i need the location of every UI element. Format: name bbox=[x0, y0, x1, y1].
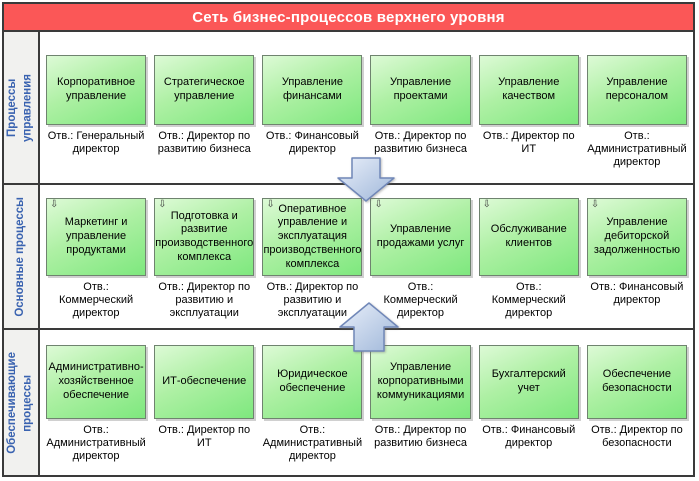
process-cell: Управление проектами Отв.: Директор по р… bbox=[370, 55, 471, 170]
process-name: Стратегическое управление bbox=[163, 76, 245, 102]
process-owner-label: Отв.: Финансовый директор bbox=[590, 281, 684, 307]
lane-supporting-label: Обеспечивающие процессы bbox=[4, 330, 40, 475]
lane-management-processes: Процессы управления Корпоративное управл… bbox=[4, 32, 693, 183]
decomposition-arrow-icon[interactable]: ⇩ bbox=[158, 199, 167, 210]
process-box[interactable]: Корпоративное управление bbox=[46, 55, 147, 125]
process-box[interactable]: Административно-хозяйственное обеспечени… bbox=[46, 345, 147, 419]
process-cell: Корпоративное управление Отв.: Генеральн… bbox=[46, 55, 147, 170]
process-box[interactable]: Обеспечение безопасности bbox=[586, 345, 687, 419]
process-box[interactable]: Управление качеством bbox=[478, 55, 579, 125]
lane-supporting-processes: Обеспечивающие процессы Административно-… bbox=[4, 328, 693, 475]
decomposition-arrow-icon[interactable]: ⇩ bbox=[50, 199, 59, 210]
decomposition-arrow-icon[interactable]: ⇩ bbox=[374, 199, 383, 210]
process-name: Управление персоналом bbox=[605, 76, 669, 102]
process-network-diagram: Сеть бизнес-процессов верхнего уровня Пр… bbox=[2, 2, 695, 477]
process-cell: Бухгалтерский учет Отв.: Финансовый дире… bbox=[478, 345, 579, 464]
decomposition-arrow-icon[interactable]: ⇩ bbox=[482, 199, 492, 210]
process-owner-label: Отв.: Коммерческий директор bbox=[491, 281, 566, 320]
process-cell: ⇩ Маркетинг и управление продуктами Отв.… bbox=[46, 198, 147, 321]
process-name: Юридическое обеспечение bbox=[277, 368, 348, 394]
process-box[interactable]: Управление проектами bbox=[370, 55, 471, 125]
process-cell: ⇩ Подготовка и развитие производственног… bbox=[154, 198, 255, 321]
process-box[interactable]: Управление корпоративными коммуникациями bbox=[370, 345, 471, 419]
process-cell: ⇩ Обслуживание клиентов Отв.: Коммерческ… bbox=[478, 198, 579, 321]
process-owner-label: Отв.: Административный директор bbox=[587, 130, 687, 169]
process-cell: Стратегическое управление Отв.: Директор… bbox=[154, 55, 255, 170]
process-owner-label: Отв.: Финансовый директор bbox=[265, 130, 359, 156]
process-cell: Обеспечение безопасности Отв.: Директор … bbox=[586, 345, 687, 464]
process-box[interactable]: Юридическое обеспечение bbox=[262, 345, 363, 419]
process-name: Управление дебиторской задолженностью bbox=[593, 216, 680, 256]
process-box[interactable]: Управление персоналом bbox=[586, 55, 687, 125]
process-cell: ИТ-обеспечение Отв.: Директор по ИТ bbox=[154, 345, 255, 464]
process-cell: ⇩ Управление продажами услуг Отв.: Комме… bbox=[370, 198, 471, 321]
diagram-title: Сеть бизнес-процессов верхнего уровня bbox=[4, 4, 693, 32]
process-owner-label: Отв.: Коммерческий директор bbox=[59, 281, 134, 320]
process-owner-label: Отв.: Коммерческий директор bbox=[383, 281, 458, 320]
lane-label-text: Основные процессы bbox=[14, 196, 27, 317]
process-owner-label: Отв.: Административный директор bbox=[262, 424, 363, 463]
process-owner-label: Отв.: Финансовый директор bbox=[482, 424, 576, 450]
decomposition-arrow-icon[interactable]: ⇩ bbox=[266, 199, 275, 210]
lane-core-content: ⇩ Маркетинг и управление продуктами Отв.… bbox=[40, 185, 693, 328]
process-name: Корпоративное управление bbox=[57, 76, 136, 102]
process-cell: Управление качеством Отв.: Директор по И… bbox=[478, 55, 579, 170]
process-name: Бухгалтерский учет bbox=[491, 368, 566, 394]
process-name: Управление корпоративными коммуникациями bbox=[376, 361, 465, 401]
process-owner-label: Отв.: Генеральный директор bbox=[47, 130, 145, 156]
process-name: Административно-хозяйственное обеспечени… bbox=[48, 361, 144, 401]
process-cell: ⇩ Управление дебиторской задолженностью … bbox=[586, 198, 687, 321]
flow-arrow-up-icon bbox=[339, 302, 399, 352]
process-box[interactable]: ⇩ Маркетинг и управление продуктами bbox=[46, 198, 147, 276]
process-cell: ⇩ Оперативное управление и эксплуатация … bbox=[262, 198, 363, 321]
process-name: Подготовка и развитие производственного … bbox=[155, 209, 254, 263]
lane-label-text: Процессы управления bbox=[6, 73, 34, 142]
process-cell: Юридическое обеспечение Отв.: Администра… bbox=[262, 345, 363, 464]
process-owner-label: Отв.: Директор по развитию бизнеса bbox=[374, 130, 468, 156]
lane-label-text: Обеспечивающие процессы bbox=[6, 351, 34, 454]
process-cell: Управление корпоративными коммуникациями… bbox=[370, 345, 471, 464]
process-box[interactable]: ИТ-обеспечение bbox=[154, 345, 255, 419]
process-name: Оперативное управление и эксплуатация пр… bbox=[263, 202, 362, 270]
process-cell: Управление финансами Отв.: Финансовый ди… bbox=[262, 55, 363, 170]
flow-arrow-down-icon bbox=[337, 157, 395, 202]
process-name: ИТ-обеспечение bbox=[162, 375, 247, 388]
process-name: Обслуживание клиентов bbox=[490, 223, 567, 249]
process-box[interactable]: Управление финансами bbox=[262, 55, 363, 125]
process-owner-label: Отв.: Административный директор bbox=[46, 424, 146, 463]
process-name: Управление проектами bbox=[389, 76, 452, 102]
process-name: Управление качеством bbox=[498, 76, 560, 102]
process-box[interactable]: ⇩ Управление продажами услуг bbox=[370, 198, 471, 276]
process-name: Маркетинг и управление продуктами bbox=[64, 216, 128, 256]
process-owner-label: Отв.: Директор по ИТ bbox=[482, 130, 575, 156]
process-owner-label: Отв.: Директор по развитию и эксплуатаци… bbox=[158, 281, 251, 320]
process-box[interactable]: ⇩ Управление дебиторской задолженностью bbox=[586, 198, 687, 276]
lane-core-processes: Основные процессы ⇩ Маркетинг и управлен… bbox=[4, 183, 693, 328]
process-name: Управление финансами bbox=[281, 76, 343, 102]
process-owner-label: Отв.: Директор по развитию бизнеса bbox=[157, 130, 251, 156]
process-owner-label: Отв.: Директор по развитию и эксплуатаци… bbox=[266, 281, 359, 320]
process-box[interactable]: Бухгалтерский учет bbox=[478, 345, 579, 419]
process-owner-label: Отв.: Директор по развитию бизнеса bbox=[374, 424, 468, 450]
process-box[interactable]: Стратегическое управление bbox=[154, 55, 255, 125]
lane-management-content: Корпоративное управление Отв.: Генеральн… bbox=[40, 32, 693, 183]
process-name: Управление продажами услуг bbox=[376, 223, 465, 249]
process-cell: Управление персоналом Отв.: Администрати… bbox=[586, 55, 687, 170]
lane-supporting-content: Административно-хозяйственное обеспечени… bbox=[40, 330, 693, 475]
lane-core-label: Основные процессы bbox=[4, 185, 40, 328]
process-owner-label: Отв.: Директор по безопасности bbox=[591, 424, 683, 450]
process-box[interactable]: ⇩ Оперативное управление и эксплуатация … bbox=[262, 198, 363, 276]
lane-management-label: Процессы управления bbox=[4, 32, 40, 183]
process-box[interactable]: ⇩ Обслуживание клиентов bbox=[478, 198, 579, 276]
process-box[interactable]: ⇩ Подготовка и развитие производственног… bbox=[154, 198, 255, 276]
process-owner-label: Отв.: Директор по ИТ bbox=[158, 424, 251, 450]
process-cell: Административно-хозяйственное обеспечени… bbox=[46, 345, 147, 464]
decomposition-arrow-icon[interactable]: ⇩ bbox=[590, 199, 600, 210]
process-name: Обеспечение безопасности bbox=[602, 368, 672, 394]
